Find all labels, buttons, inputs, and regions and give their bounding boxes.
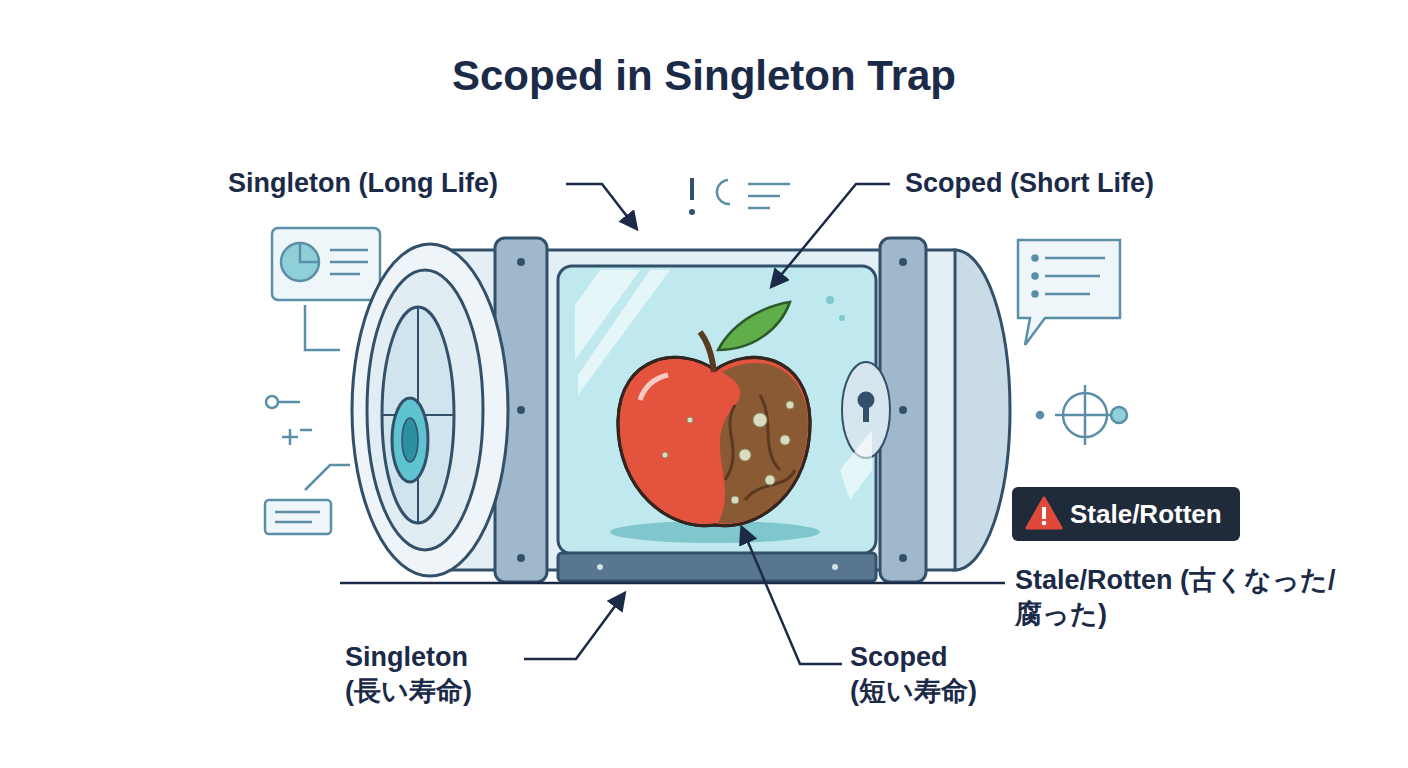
warning-icon	[1024, 494, 1064, 534]
leader-lines	[340, 184, 1005, 664]
rivets	[517, 258, 907, 570]
warning-badge: Stale/Rotten	[1012, 487, 1240, 541]
apple	[610, 302, 820, 543]
status-label: Stale/Rotten (古くなった/腐った)	[1015, 563, 1345, 631]
badge-text: Stale/Rotten	[1070, 499, 1222, 530]
lifetime-label: Singleton (長い寿命)	[345, 640, 535, 708]
lifetime-label: Scoped (短い寿命)	[850, 640, 1040, 708]
capsule	[352, 238, 1010, 582]
diagram-title: Scoped in Singleton Trap	[0, 52, 1408, 100]
lifetime-label: Scoped (Short Life)	[905, 166, 1154, 200]
lifetime-label: Singleton (Long Life)	[228, 166, 498, 200]
